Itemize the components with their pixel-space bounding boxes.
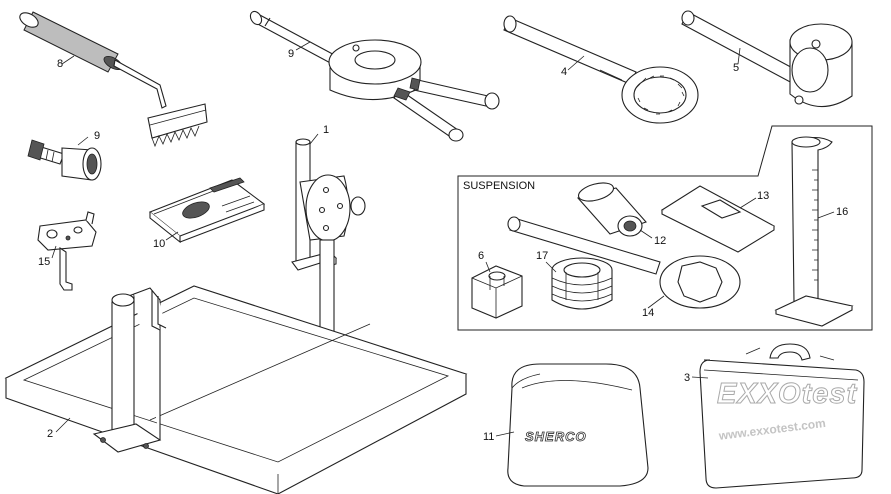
comb-tool-drawing <box>19 11 208 148</box>
callout-11: 11 <box>483 431 495 443</box>
clamp-drawing <box>249 10 500 142</box>
leader-lines <box>51 41 835 437</box>
bracket-drawing <box>37 211 97 291</box>
callout-9: 9 <box>288 48 295 60</box>
callout-5: 5 <box>733 62 740 74</box>
case-drawing <box>699 343 865 489</box>
callout-3: 3 <box>684 372 691 384</box>
ring-wrench-drawing <box>681 10 853 108</box>
callout-2: 2 <box>47 428 54 440</box>
suspension-box <box>457 125 873 331</box>
block-drawing <box>471 265 523 319</box>
exxotest-logo: EXXOtest <box>716 378 858 411</box>
callout-7: 8 <box>57 58 64 70</box>
sherco-logo: SHERCO <box>525 429 587 445</box>
measuring-cylinder-drawing <box>774 136 854 327</box>
spring-collar-drawing <box>551 257 613 310</box>
tray-drawing <box>4 285 468 494</box>
callout-8: 9 <box>94 130 101 142</box>
stand-drawing <box>291 138 366 337</box>
callout-13: 13 <box>757 190 770 202</box>
plate-drawing <box>660 185 776 253</box>
callout-12: 12 <box>654 235 667 247</box>
callout-6: 6 <box>478 250 485 262</box>
callout-1: 1 <box>323 124 330 136</box>
callout-14: 14 <box>642 307 655 319</box>
manual-drawing <box>148 177 266 244</box>
callout-17: 17 <box>536 250 549 262</box>
suspension-group-label: SUSPENSION <box>463 180 536 192</box>
puller-drawing <box>27 139 102 181</box>
callout-15: 15 <box>38 256 51 268</box>
bag-drawing <box>507 363 649 487</box>
spanner-drawing <box>507 216 741 309</box>
callout-10: 10 <box>153 238 166 250</box>
wrench-drawing <box>503 15 699 124</box>
callout-4: 4 <box>561 66 568 78</box>
callout-16: 16 <box>836 206 849 218</box>
sleeve-drawing <box>576 182 647 237</box>
